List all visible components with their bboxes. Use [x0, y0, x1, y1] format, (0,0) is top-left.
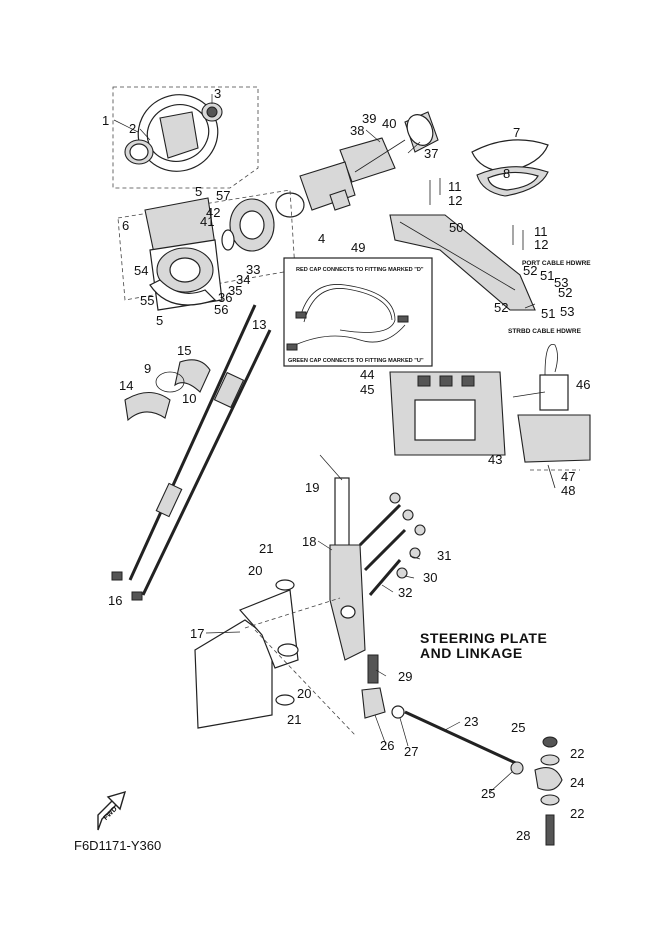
callout-15: 15: [177, 343, 191, 358]
callout-23: 23: [464, 714, 478, 729]
callout-31: 31: [437, 548, 451, 563]
diagram-code: F6D1171-Y360: [74, 838, 161, 853]
callout-54: 54: [134, 263, 148, 278]
steering-plate: [194, 579, 356, 736]
callout-13: 13: [252, 317, 266, 332]
tie-rod: [361, 687, 563, 846]
callout-53-bottom: 53: [560, 304, 574, 319]
steering-cables: [111, 304, 272, 601]
callout-11-top: 11: [448, 179, 462, 194]
callout-36: 36: [218, 290, 232, 305]
callout-12-right: 12: [534, 237, 548, 252]
callout-25-top: 25: [511, 720, 525, 735]
callout-21-top: 21: [259, 541, 273, 556]
callout-21-bottom: 21: [287, 712, 301, 727]
callout-37: 37: [424, 146, 438, 161]
pump-unit: [517, 343, 591, 489]
callout-8: 8: [503, 166, 510, 181]
callout-16: 16: [108, 593, 122, 608]
callout-5-top: 5: [195, 184, 202, 199]
callout-22-bottom: 22: [570, 806, 584, 821]
callout-52-bottom: 52: [494, 300, 508, 315]
callout-22-top: 22: [570, 746, 584, 761]
callout-43: 43: [488, 452, 502, 467]
steering-column: [275, 111, 439, 218]
callout-30: 30: [423, 570, 437, 585]
callout-25-bottom: 25: [481, 786, 495, 801]
callout-50: 50: [449, 220, 463, 235]
bracket-50: [389, 178, 536, 311]
callout-40: 40: [382, 116, 396, 131]
steering-wheel-assembly: [112, 86, 259, 189]
callout-48: 48: [561, 483, 575, 498]
callout-1: 1: [102, 113, 109, 128]
callout-44: 44: [360, 367, 374, 382]
callout-55: 55: [140, 293, 154, 308]
callout-52-top: 52: [523, 263, 537, 278]
callout-38: 38: [350, 123, 364, 138]
callout-49: 49: [351, 240, 365, 255]
fwd-arrow-icon: FWD: [97, 790, 127, 831]
callout-46: 46: [576, 377, 590, 392]
callout-10: 10: [182, 391, 196, 406]
callout-39: 39: [362, 111, 376, 126]
linkage-assembly: [329, 477, 426, 684]
callout-34: 34: [236, 272, 250, 287]
leader-lines: [113, 94, 546, 793]
red-cap-note: RED CAP CONNECTS TO FITTING MARKED "D": [296, 267, 424, 273]
callout-24: 24: [570, 775, 584, 790]
control-box: [389, 371, 506, 456]
callout-28: 28: [516, 828, 530, 843]
callout-9: 9: [144, 361, 151, 376]
helm-housing: [117, 189, 296, 311]
green-cap-note: GREEN CAP CONNECTS TO FITTING MARKED "U": [288, 358, 424, 364]
callout-26: 26: [380, 738, 394, 753]
callout-32: 32: [398, 585, 412, 600]
callout-5-bottom: 5: [156, 313, 163, 328]
port-cable-label: PORT CABLE HDWRE: [522, 260, 591, 267]
callout-19: 19: [305, 480, 319, 495]
callout-3: 3: [214, 86, 221, 101]
callout-53-top: 53: [554, 275, 568, 290]
callout-numbers: 1 2 3 4 5 5 6 7 8 9 10 11 12 11 12 13 14…: [102, 86, 590, 843]
cover-panel: [471, 139, 549, 197]
callout-56: 56: [214, 302, 228, 317]
callout-12-top: 12: [448, 193, 462, 208]
strbd-cable-label: STRBD CABLE HDWRE: [508, 328, 582, 335]
diagram-title-line1: STEERING PLATE: [420, 630, 547, 646]
callout-2: 2: [129, 121, 136, 136]
callout-33: 33: [246, 262, 260, 277]
callout-14: 14: [119, 378, 133, 393]
callout-47: 47: [561, 469, 575, 484]
callout-6: 6: [122, 218, 129, 233]
callout-7: 7: [513, 125, 520, 140]
callout-20-top: 20: [248, 563, 262, 578]
callout-4: 4: [318, 231, 325, 246]
callout-20-bottom: 20: [297, 686, 311, 701]
callout-45: 45: [360, 382, 374, 397]
callout-41: 41: [200, 214, 214, 229]
callout-35: 35: [228, 283, 242, 298]
callout-29: 29: [398, 669, 412, 684]
callout-51-top: 51: [540, 268, 554, 283]
callout-18: 18: [302, 534, 316, 549]
callout-57: 57: [216, 188, 230, 203]
callout-17: 17: [190, 626, 204, 641]
hose-kit-box: [283, 257, 433, 367]
callout-52-right: 52: [558, 285, 572, 300]
callout-51-bottom: 51: [541, 306, 555, 321]
callout-27: 27: [404, 744, 418, 759]
callout-11-right: 11: [534, 224, 548, 239]
callout-42: 42: [206, 205, 220, 220]
diagram-title-line2: AND LINKAGE: [420, 645, 523, 661]
